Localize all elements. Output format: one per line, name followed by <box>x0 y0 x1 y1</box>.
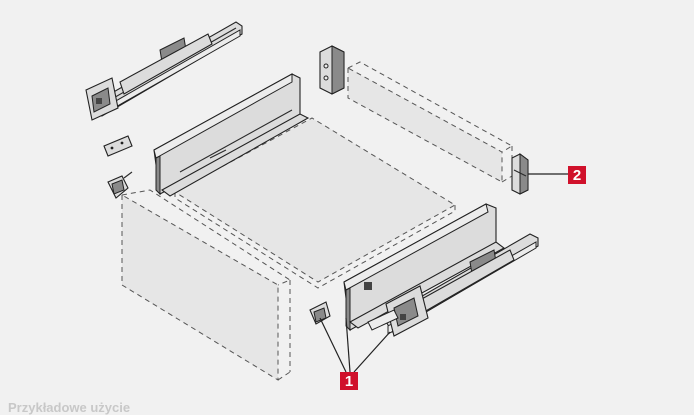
side-panel-left <box>121 189 292 381</box>
front-fixing-bracket-right <box>309 301 331 325</box>
caption-example-use: Przykładowe użycie <box>8 400 131 415</box>
callout-2-label: 2 <box>573 167 581 184</box>
callout-1-badge: 1 <box>340 372 358 390</box>
runner-mechanism-lower <box>385 285 429 337</box>
mounting-plate <box>103 135 133 157</box>
callout-2-badge: 2 <box>568 166 586 184</box>
runner-mechanism-upper <box>85 77 119 121</box>
back-panel <box>347 61 514 183</box>
drawer-bottom-panel <box>174 117 456 289</box>
front-fixing-bracket-left <box>107 171 133 199</box>
rear-bracket-upper <box>319 45 345 95</box>
callout-1: 1 <box>319 317 391 390</box>
callout-2: 2 <box>528 166 586 184</box>
callout-1-label: 1 <box>345 373 353 390</box>
mounting-plate-lower <box>367 309 399 331</box>
runner-rail-upper <box>95 21 243 117</box>
rear-bracket-lower <box>511 153 529 195</box>
drawer-side-left <box>153 73 310 197</box>
